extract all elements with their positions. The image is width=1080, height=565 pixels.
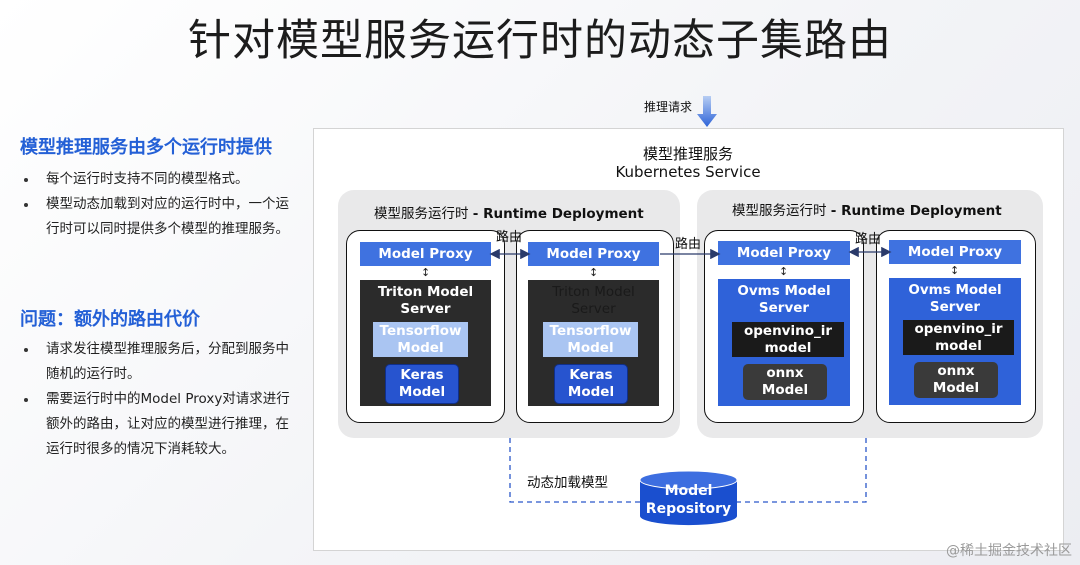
deployment-label-en: - Runtime Deployment [830,203,1002,219]
deployment-label-1: 模型服务运行时 - Runtime Deployment [374,202,644,222]
vertical-arrow-icon: ↕ [421,266,431,279]
openvino-model-2: openvino_ir model [903,320,1014,355]
deployment-label-cn: 模型服务运行时 [732,203,827,219]
dynamic-load-line-right [737,438,867,503]
model-proxy-3: Model Proxy [718,241,850,265]
onnx-model-1: onnx Model [743,364,827,400]
ovms-server-title: Ovms Model Server [908,282,1002,315]
vertical-arrow-icon: ↕ [779,265,789,278]
model-repository-label: Model Repository [645,483,732,517]
section-heading-runtimes: 模型推理服务由多个运行时提供 [20,137,272,158]
request-arrow-icon [697,96,717,127]
section-heading-problem: 问题：额外的路由代价 [20,309,200,330]
bullet-item: 需要运行时中的Model Proxy对请求进行额外的路由，让对应的模型进行推理，… [20,387,290,462]
dynamic-load-line-left [509,438,640,503]
onnx-model-2: onnx Model [914,362,998,398]
deployment-label-cn: 模型服务运行时 [374,206,469,222]
service-title-en: Kubernetes Service [615,163,761,181]
keras-model-1: Keras Model [385,364,459,404]
model-proxy-1: Model Proxy [360,242,491,266]
dynamic-load-label: 动态加载模型 [527,475,608,491]
triton-server-title: Triton Model Server [552,284,635,317]
keras-model-2: Keras Model [554,364,628,404]
bullet-list-problem: 请求发往模型推理服务后，分配到服务中随机的运行时。 需要运行时中的Model P… [20,337,290,462]
model-proxy-2: Model Proxy [528,242,659,266]
triton-server-title: Triton Model Server [377,284,474,317]
model-proxy-4: Model Proxy [889,240,1021,264]
request-label: 推理请求 [644,100,693,114]
deployment-label-2: 模型服务运行时 - Runtime Deployment [732,199,1002,219]
page-title: 针对模型服务运行时的动态子集路由 [188,16,892,66]
routing-label-3: 路由 [855,232,882,247]
deployment-label-en: - Runtime Deployment [472,206,644,222]
bullet-item: 每个运行时支持不同的模型格式。 [20,167,295,192]
routing-label-1: 路由 [496,230,523,245]
watermark: @稀土掘金技术社区 [946,543,1072,559]
tensorflow-model-1: Tensorflow Model [373,322,468,357]
routing-label-2: 路由 [675,237,702,252]
service-title-cn: 模型推理服务 [642,145,733,163]
bullet-item: 请求发往模型推理服务后，分配到服务中随机的运行时。 [20,337,290,387]
ovms-server-title: Ovms Model Server [737,283,831,316]
openvino-model-1: openvino_ir model [732,322,844,357]
tensorflow-model-2: Tensorflow Model [543,322,638,357]
bullet-list-runtimes: 每个运行时支持不同的模型格式。 模型动态加载到对应的运行时中，一个运行时可以同时… [20,167,295,242]
vertical-arrow-icon: ↕ [589,266,599,279]
bullet-item: 模型动态加载到对应的运行时中，一个运行时可以同时提供多个模型的推理服务。 [20,192,295,242]
vertical-arrow-icon: ↕ [950,264,960,277]
model-repository-cylinder [639,470,738,526]
